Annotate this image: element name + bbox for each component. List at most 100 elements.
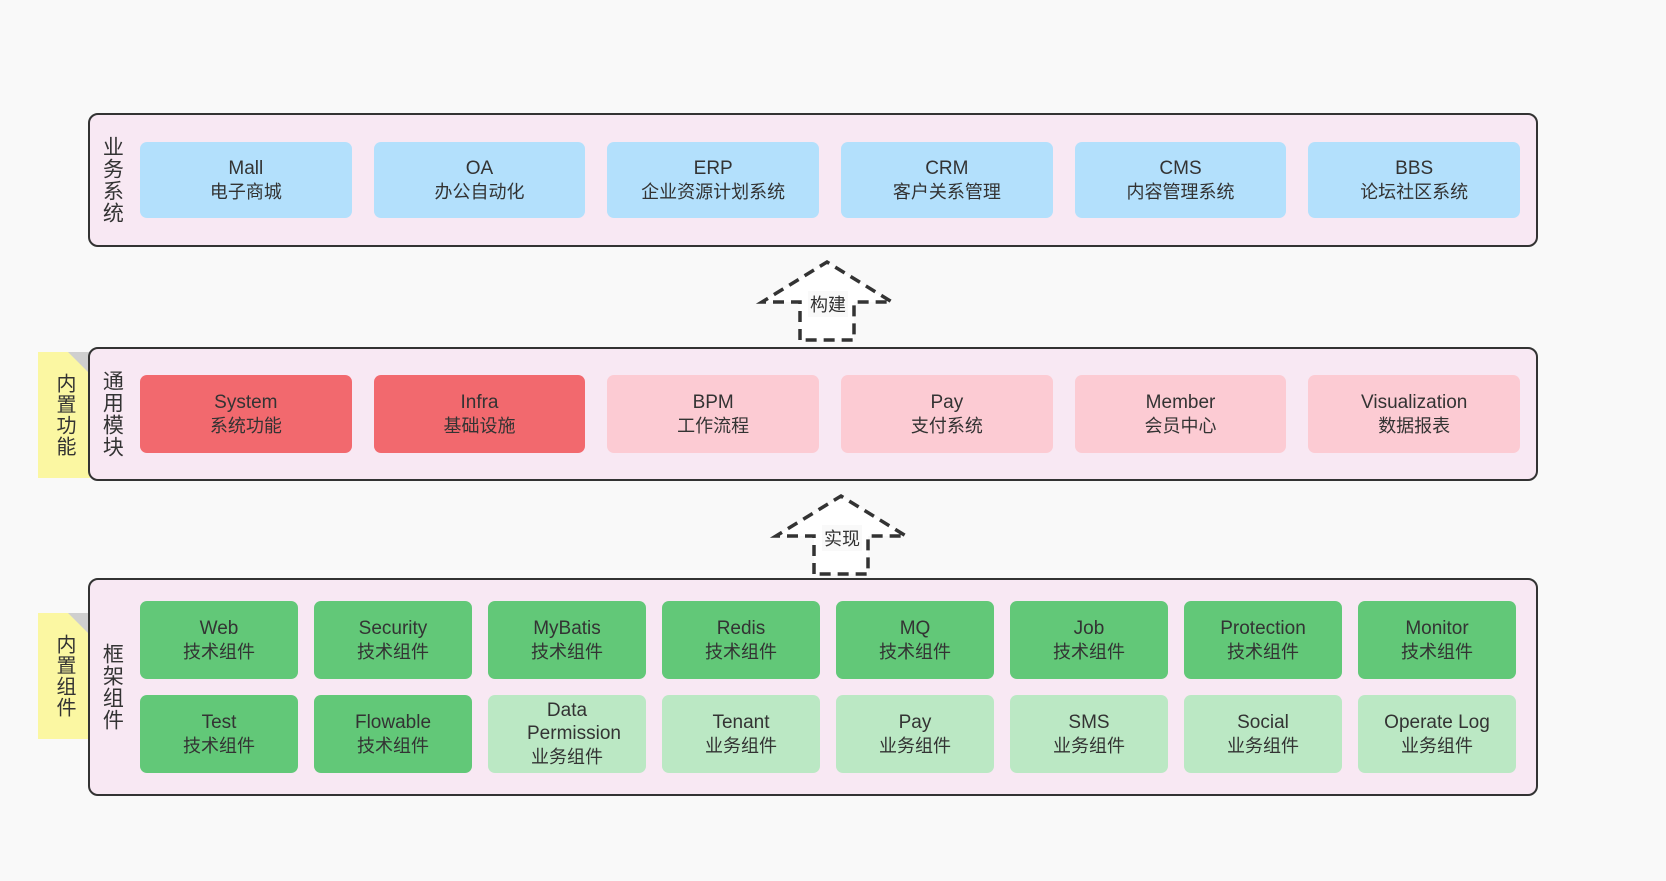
box-title: Job (1073, 617, 1105, 639)
box-row: System 系统功能 Infra 基础设施 BPM 工作流程 Pay 支付系统… (140, 375, 1521, 453)
box-subtitle: 技术组件 (357, 641, 429, 662)
box-security[interactable]: Security 技术组件 (314, 601, 472, 679)
box-subtitle: 技术组件 (183, 735, 255, 756)
box-system[interactable]: System 系统功能 (140, 375, 352, 453)
box-subtitle: 技术组件 (183, 641, 255, 662)
box-subtitle: 内容管理系统 (1126, 181, 1235, 202)
layer-body-common-modules: System 系统功能 Infra 基础设施 BPM 工作流程 Pay 支付系统… (132, 349, 1536, 479)
layer-body-business-systems: Mall 电子商城 OA 办公自动化 ERP 企业资源计划系统 CRM 客户关系… (132, 115, 1536, 245)
box-subtitle: 技术组件 (1401, 641, 1473, 662)
box-pay[interactable]: Pay 支付系统 (841, 375, 1053, 453)
box-title: Pay (898, 711, 932, 733)
box-subtitle: 业务组件 (879, 735, 951, 756)
note-builtin-components: 内置组件 (38, 613, 90, 739)
box-subtitle: 技术组件 (357, 735, 429, 756)
box-protection[interactable]: Protection 技术组件 (1184, 601, 1342, 679)
layer-business-systems[interactable]: 业务系统 Mall 电子商城 OA 办公自动化 ERP 企业资源计划系统 CRM… (88, 113, 1538, 247)
box-job[interactable]: Job 技术组件 (1010, 601, 1168, 679)
box-mq[interactable]: MQ 技术组件 (836, 601, 994, 679)
box-row: Mall 电子商城 OA 办公自动化 ERP 企业资源计划系统 CRM 客户关系… (140, 142, 1521, 218)
box-title: Redis (716, 617, 766, 639)
box-tenant[interactable]: Tenant 业务组件 (662, 695, 820, 773)
box-flowable[interactable]: Flowable 技术组件 (314, 695, 472, 773)
box-title: MyBatis (533, 617, 601, 639)
box-crm[interactable]: CRM 客户关系管理 (841, 142, 1053, 218)
box-title: Security (358, 617, 428, 639)
box-title: Mall (228, 157, 264, 179)
box-title: Protection (1220, 617, 1306, 639)
box-subtitle: 支付系统 (910, 415, 983, 436)
box-erp[interactable]: ERP 企业资源计划系统 (607, 142, 820, 218)
box-subtitle: 会员中心 (1144, 415, 1217, 436)
layer-title-framework-components: 框架组件 (100, 643, 124, 731)
box-subtitle: 业务组件 (1227, 735, 1299, 756)
box-title: Monitor (1405, 617, 1469, 639)
box-subtitle: 客户关系管理 (892, 181, 1001, 202)
box-title: Flowable (354, 711, 432, 733)
box-pay-component[interactable]: Pay 业务组件 (836, 695, 994, 773)
box-title: BPM (692, 391, 734, 413)
box-subtitle: 业务组件 (1053, 735, 1125, 756)
box-subtitle: 企业资源计划系统 (641, 181, 786, 202)
box-subtitle: 技术组件 (879, 641, 951, 662)
box-test[interactable]: Test 技术组件 (140, 695, 298, 773)
box-title: Pay (930, 391, 964, 413)
box-title: Visualization (1361, 391, 1468, 413)
box-subtitle: 业务组件 (1401, 735, 1473, 756)
box-title: Operate Log (1384, 711, 1490, 733)
box-subtitle: 技术组件 (1227, 641, 1299, 662)
box-title: Member (1145, 391, 1216, 413)
box-oa[interactable]: OA 办公自动化 (373, 142, 586, 218)
box-mybatis[interactable]: MyBatis 技术组件 (488, 601, 646, 679)
box-subtitle: 办公自动化 (434, 181, 525, 202)
box-subtitle: 业务组件 (531, 746, 603, 767)
box-social[interactable]: Social 业务组件 (1184, 695, 1342, 773)
box-infra[interactable]: Infra 基础设施 (373, 375, 586, 453)
box-subtitle: 论坛社区系统 (1360, 181, 1469, 202)
layer-common-modules[interactable]: 通用模块 System 系统功能 Infra 基础设施 BPM 工作流程 Pay… (88, 347, 1538, 481)
layer-framework-components[interactable]: 框架组件 Web 技术组件 Security 技术组件 MyBatis 技术组件… (88, 578, 1538, 796)
box-mall[interactable]: Mall 电子商城 (140, 142, 352, 218)
connector-build-label: 构建 (808, 291, 848, 317)
box-title: OA (465, 157, 494, 179)
box-title: MQ (899, 617, 931, 639)
box-data-permission[interactable]: Data Permission 业务组件 (488, 695, 646, 773)
box-sms[interactable]: SMS 业务组件 (1010, 695, 1168, 773)
note-builtin-functions: 内置功能 (38, 352, 90, 478)
box-title: Tenant (712, 711, 770, 733)
box-title: Social (1237, 711, 1289, 733)
box-title: ERP (693, 157, 733, 179)
box-web[interactable]: Web 技术组件 (140, 601, 298, 679)
box-title: BBS (1395, 157, 1434, 179)
box-row-business: Test 技术组件 Flowable 技术组件 Data Permission … (140, 695, 1516, 773)
box-title: CRM (925, 157, 969, 179)
box-subtitle: 技术组件 (531, 641, 603, 662)
box-subtitle: 数据报表 (1378, 415, 1451, 436)
box-title: Test (201, 711, 237, 733)
box-row-tech: Web 技术组件 Security 技术组件 MyBatis 技术组件 Redi… (140, 601, 1516, 679)
box-title: SMS (1068, 711, 1110, 733)
box-subtitle: 系统功能 (209, 415, 282, 436)
box-subtitle: 电子商城 (209, 181, 282, 202)
box-monitor[interactable]: Monitor 技术组件 (1358, 601, 1516, 679)
box-title: Infra (460, 391, 499, 413)
box-subtitle: 工作流程 (677, 415, 750, 436)
box-title: Data Permission (527, 699, 621, 744)
box-title: Web (199, 617, 239, 639)
layer-title-common-modules: 通用模块 (100, 370, 124, 458)
box-title: CMS (1159, 157, 1202, 179)
box-visualization[interactable]: Visualization 数据报表 (1308, 375, 1521, 453)
box-subtitle: 技术组件 (1053, 641, 1125, 662)
box-subtitle: 业务组件 (705, 735, 777, 756)
box-subtitle: 技术组件 (705, 641, 777, 662)
layer-title-business-systems: 业务系统 (100, 136, 124, 224)
box-bbs[interactable]: BBS 论坛社区系统 (1308, 142, 1521, 218)
box-redis[interactable]: Redis 技术组件 (662, 601, 820, 679)
box-operate-log[interactable]: Operate Log 业务组件 (1358, 695, 1516, 773)
box-bpm[interactable]: BPM 工作流程 (607, 375, 820, 453)
box-subtitle: 基础设施 (443, 415, 516, 436)
connector-implement-label: 实现 (822, 525, 862, 551)
box-member[interactable]: Member 会员中心 (1074, 375, 1287, 453)
box-cms[interactable]: CMS 内容管理系统 (1074, 142, 1287, 218)
